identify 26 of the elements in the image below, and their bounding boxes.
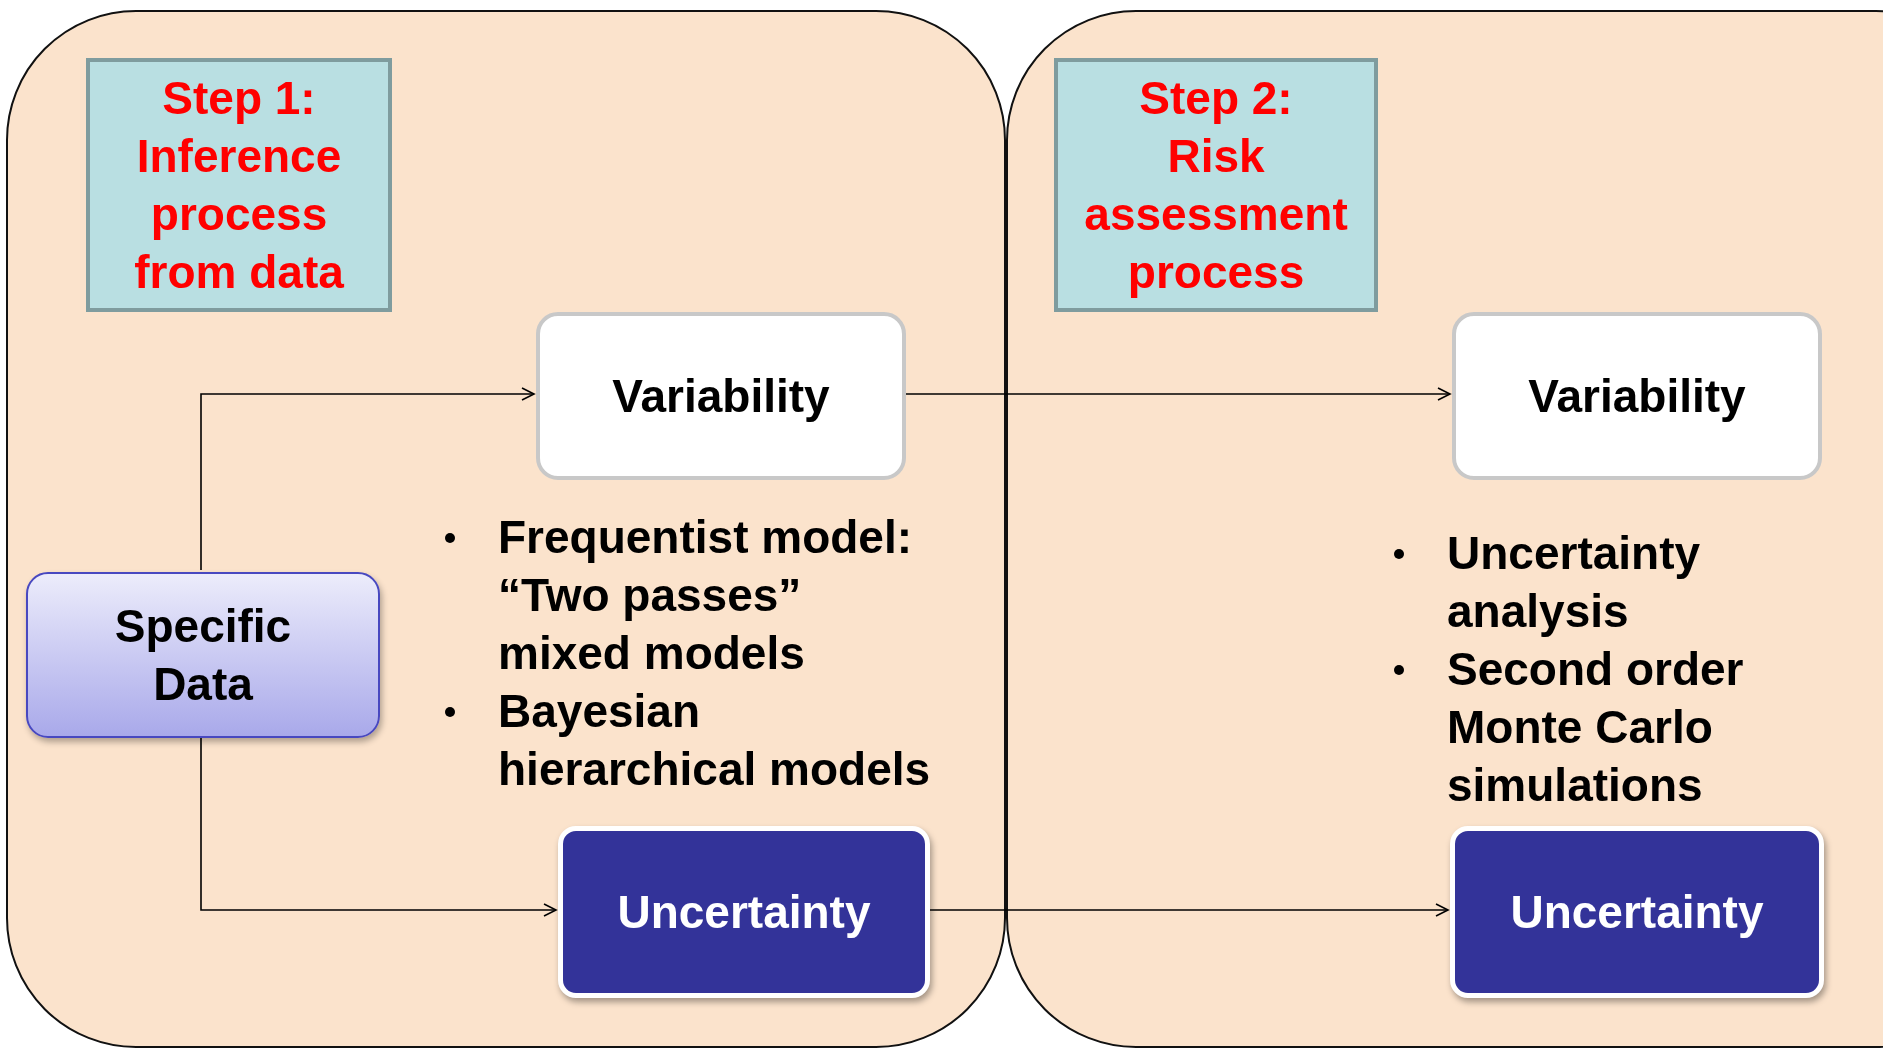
stage-panel [6, 10, 1006, 1048]
box-text: Step 1: [162, 71, 316, 126]
arrow [200, 387, 535, 571]
arrow [903, 387, 1451, 401]
process-box [536, 312, 906, 480]
box-text: Risk assessment process [1083, 129, 1349, 300]
bullet-text: Uncertainty analysis [1447, 527, 1701, 637]
bullet-text: Bayesian hierarchical models [498, 685, 931, 795]
box-text: Uncertainty [617, 885, 871, 940]
data-box [26, 572, 380, 738]
bullet-text: Second order Monte Carlo simulations [1447, 643, 1744, 811]
process-box [558, 826, 930, 998]
box-text: Step 2: [1139, 71, 1293, 126]
process-box [1452, 312, 1822, 480]
step-heading-box [1054, 58, 1378, 312]
box-text: Uncertainty [1510, 885, 1764, 940]
step-heading-box [86, 58, 392, 312]
box-text: Specific Data [113, 599, 293, 712]
arrow [927, 903, 1449, 917]
arrow [200, 735, 557, 917]
box-text: Inference process from data [133, 129, 345, 300]
bullet-text: Frequentist model: “Two passes” mixed models [498, 511, 913, 679]
process-box [1450, 826, 1824, 998]
stage-panel [1006, 10, 1883, 1048]
box-text: Variability [1528, 369, 1746, 424]
box-text: Variability [612, 369, 830, 424]
